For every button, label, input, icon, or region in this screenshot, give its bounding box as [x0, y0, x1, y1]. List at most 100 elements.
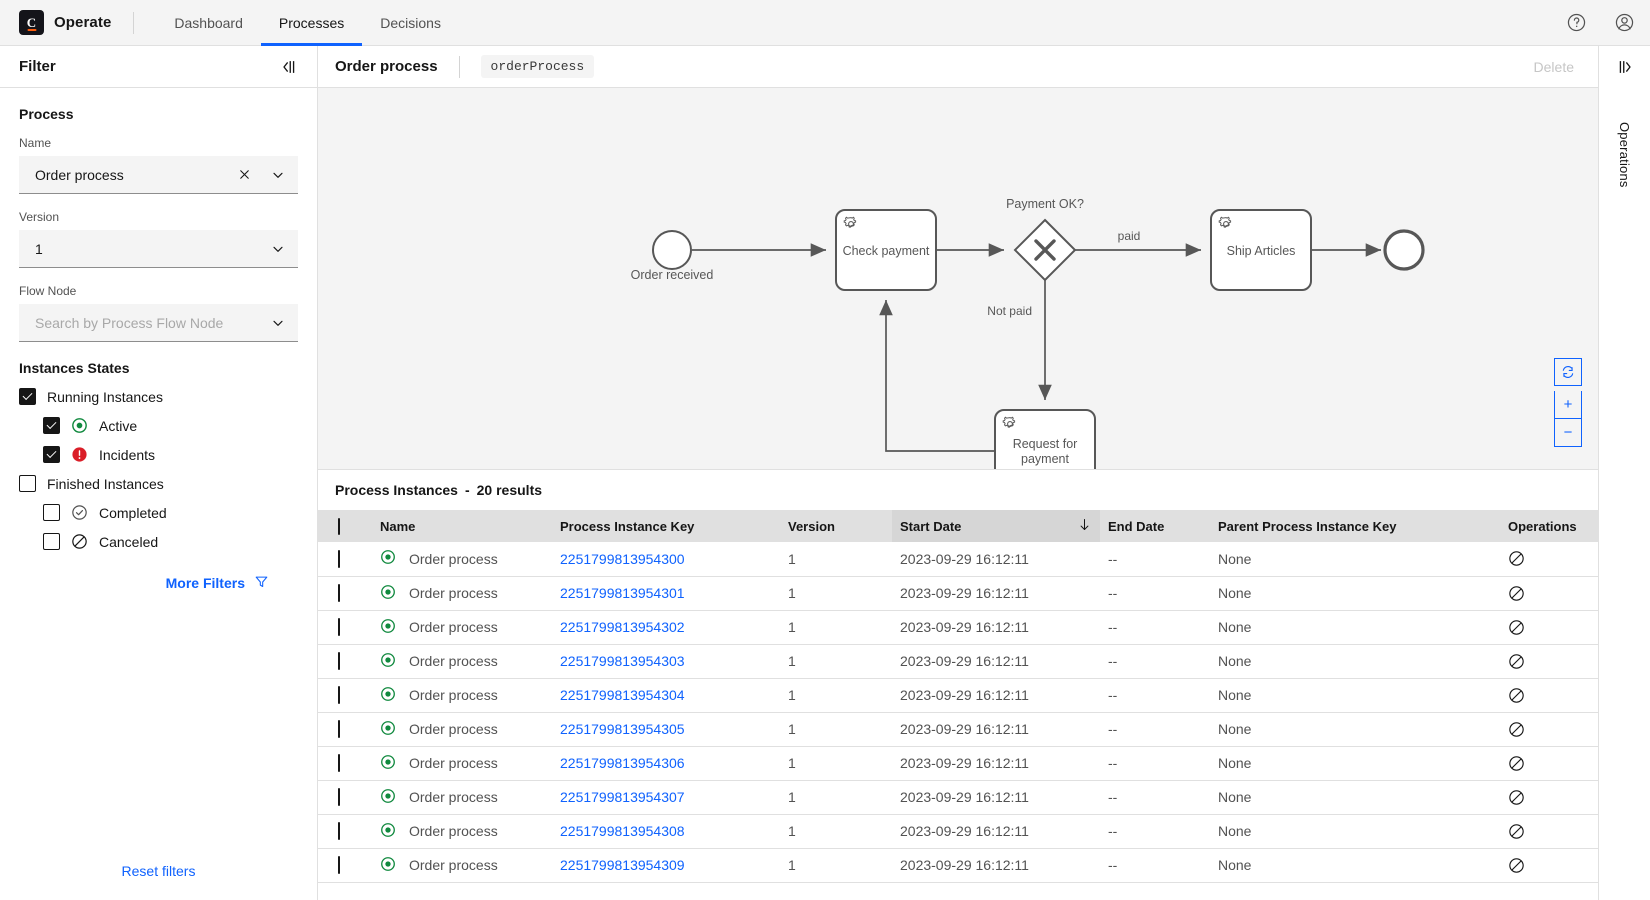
column-header-name[interactable]: Name: [372, 510, 552, 542]
row-checkbox[interactable]: [338, 618, 340, 636]
process-instance-key-link[interactable]: 2251799813954309: [560, 857, 685, 873]
cell-parent-process-instance-key: None: [1210, 610, 1500, 645]
active-circle-icon: [380, 686, 396, 705]
row-checkbox[interactable]: [338, 549, 340, 568]
clear-x-icon[interactable]: [237, 167, 252, 182]
select-all-checkbox[interactable]: [338, 517, 340, 535]
checkbox-box[interactable]: [43, 504, 60, 521]
checkbox-active[interactable]: Active: [43, 417, 298, 434]
row-checkbox[interactable]: [338, 856, 340, 874]
checkbox-box[interactable]: [19, 475, 36, 492]
process-instance-key-link[interactable]: 2251799813954302: [560, 619, 685, 635]
process-instance-key-link[interactable]: 2251799813954305: [560, 721, 685, 737]
chevron-down-icon[interactable]: [270, 241, 286, 257]
nav-item-decisions[interactable]: Decisions: [380, 14, 441, 31]
help-circle-icon[interactable]: [1560, 7, 1592, 39]
cell-process-instance-key: 2251799813954305: [552, 712, 780, 747]
process-name-select[interactable]: Order process: [19, 156, 298, 194]
row-checkbox[interactable]: [338, 788, 340, 806]
table-body: Order process 2251799813954300 1 2023-09-29…: [318, 542, 1650, 883]
bpmn-diagram-canvas[interactable]: Order received Check payment Payment OK?…: [318, 88, 1598, 470]
cancel-operation-icon[interactable]: [1508, 619, 1642, 636]
bpmn-start-event[interactable]: [652, 230, 692, 270]
cell-process-instance-key: 2251799813954308: [552, 814, 780, 849]
brand-logo-area[interactable]: C Operate: [0, 10, 111, 35]
checkbox-running-instances[interactable]: Running Instances: [19, 388, 298, 405]
row-checkbox[interactable]: [338, 754, 340, 772]
reset-filters-button[interactable]: Reset filters: [121, 863, 196, 879]
zoom-reset-icon[interactable]: [1554, 358, 1582, 386]
column-header-start-date[interactable]: Start Date: [892, 510, 1100, 542]
active-circle-icon: [380, 652, 396, 671]
bpmn-diagram-svg: Order received Check payment Payment OK?…: [631, 197, 1425, 470]
more-filters-button[interactable]: More Filters: [166, 574, 269, 592]
panel-collapse-left-icon[interactable]: [279, 57, 299, 77]
checkbox-box[interactable]: [43, 446, 60, 463]
cancel-operation-icon[interactable]: [1508, 721, 1642, 738]
cell-process-instance-key: 2251799813954304: [552, 678, 780, 713]
cell-version: 1: [780, 542, 892, 577]
checkbox-completed[interactable]: Completed: [43, 504, 298, 521]
operations-panel-label[interactable]: Operations: [1617, 122, 1632, 188]
process-instance-key-link[interactable]: 2251799813954303: [560, 653, 685, 669]
flow-node-select[interactable]: Search by Process Flow Node: [19, 304, 298, 342]
checkbox-box[interactable]: [43, 533, 60, 550]
cancel-operation-icon[interactable]: [1508, 687, 1642, 704]
cancel-operation-icon[interactable]: [1508, 550, 1642, 567]
cancel-operation-icon[interactable]: [1508, 823, 1642, 840]
checkbox-box[interactable]: [19, 388, 36, 405]
process-instance-key-link[interactable]: 2251799813954308: [560, 823, 685, 839]
cancel-operation-icon[interactable]: [1508, 857, 1642, 874]
bpmn-end-event[interactable]: [1383, 229, 1425, 271]
cell-process-instance-key: 2251799813954307: [552, 780, 780, 815]
cancel-operation-icon[interactable]: [1508, 653, 1642, 670]
checkbox-incidents[interactable]: Incidents: [43, 446, 298, 463]
process-version-select[interactable]: 1: [19, 230, 298, 268]
nav-item-processes[interactable]: Processes: [260, 0, 363, 46]
checkbox-canceled[interactable]: Canceled: [43, 533, 298, 550]
chevron-down-icon[interactable]: [270, 167, 286, 183]
column-header-version[interactable]: Version: [780, 510, 892, 542]
row-checkbox[interactable]: [338, 584, 340, 602]
column-header-end-date[interactable]: End Date: [1100, 510, 1210, 542]
cancel-operation-icon[interactable]: [1508, 789, 1642, 806]
process-instance-key-link[interactable]: 2251799813954304: [560, 687, 685, 703]
delete-button[interactable]: Delete: [1533, 58, 1574, 75]
zoom-in-button[interactable]: +: [1554, 391, 1582, 419]
bpmn-task-request-for-payment[interactable]: [994, 409, 1096, 470]
user-avatar-icon[interactable]: [1608, 7, 1640, 39]
row-checkbox[interactable]: [338, 686, 340, 704]
row-checkbox[interactable]: [338, 720, 340, 738]
panel-collapse-right-icon[interactable]: [1615, 57, 1635, 77]
cell-start-date: 2023-09-29 16:12:11: [892, 814, 1100, 849]
more-filters-row: More Filters: [19, 574, 298, 592]
cancel-operation-icon[interactable]: [1508, 585, 1642, 602]
row-checkbox[interactable]: [338, 822, 340, 840]
column-header-parent-process-instance-key[interactable]: Parent Process Instance Key: [1210, 510, 1500, 542]
checkbox-box[interactable]: [43, 417, 60, 434]
cancel-operation-icon[interactable]: [1508, 755, 1642, 772]
row-name-label: Order process: [409, 687, 498, 703]
process-instance-key-link[interactable]: 2251799813954306: [560, 755, 685, 771]
zoom-out-button[interactable]: −: [1554, 419, 1582, 447]
filter-sidebar: Filter Process Name Order process: [0, 46, 318, 900]
nav-item-dashboard[interactable]: Dashboard: [174, 14, 243, 31]
checkbox-finished-instances[interactable]: Finished Instances: [19, 475, 298, 492]
process-instance-key-link[interactable]: 2251799813954307: [560, 789, 685, 805]
active-circle-icon: [380, 618, 396, 637]
process-instance-key-link[interactable]: 2251799813954301: [560, 585, 685, 601]
row-checkbox[interactable]: [338, 652, 340, 670]
column-header-process-instance-key[interactable]: Process Instance Key: [552, 510, 780, 542]
process-instance-key-link[interactable]: 2251799813954300: [560, 550, 685, 567]
chevron-down-icon[interactable]: [270, 315, 286, 331]
